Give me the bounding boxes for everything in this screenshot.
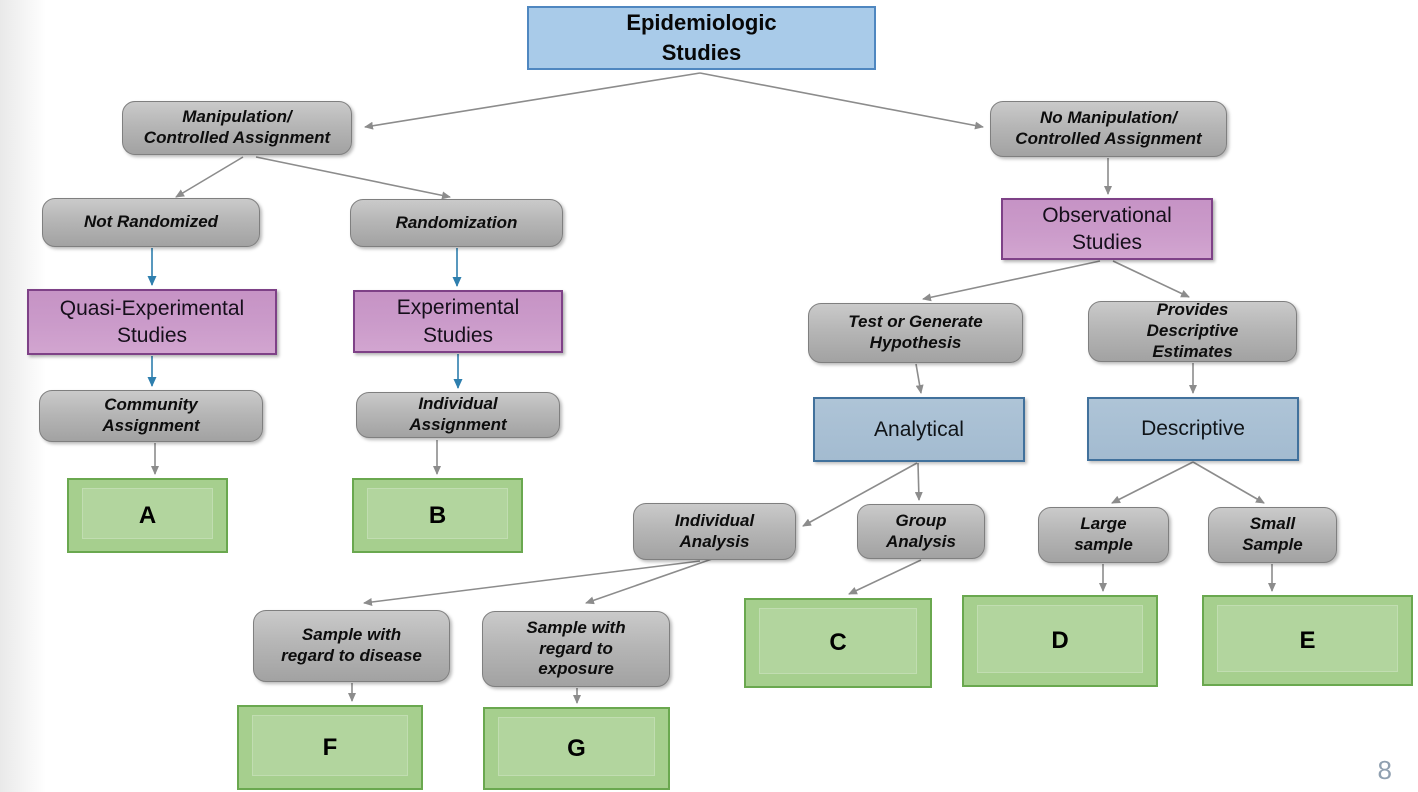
node-label-quasi-experimental-studies: Quasi-Experimental Studies: [59, 296, 245, 347]
edge-manipulation-to-randomization: [255, 156, 451, 200]
node-small-sample: Small Sample: [1208, 507, 1337, 563]
edge-group-analysis-to-c: [848, 559, 922, 595]
node-label-group-analysis: Group Analysis: [886, 510, 956, 551]
node-label-analytical: Analytical: [874, 417, 964, 441]
node-box-d: D: [962, 595, 1158, 687]
edge-test-to-analytical: [915, 363, 924, 394]
edge-descriptive-to-large-sample: [1111, 461, 1194, 504]
node-box-g: G: [483, 707, 670, 790]
edge-root-to-manipulation: [364, 72, 701, 130]
node-community-assignment: Community Assignment: [39, 390, 263, 442]
node-quasi-experimental-studies: Quasi-Experimental Studies: [27, 289, 277, 355]
node-label-box-e: E: [1299, 626, 1316, 654]
edge-root-to-no-manipulation: [699, 72, 984, 130]
node-label-randomization: Randomization: [395, 212, 518, 232]
node-label-sample-with-regard-to-exposure: Sample with regard to exposure: [526, 617, 626, 679]
node-not-randomized: Not Randomized: [42, 198, 260, 247]
node-box-a: A: [67, 478, 228, 553]
node-label-individual-analysis: Individual Analysis: [674, 510, 755, 551]
node-label-experimental-studies: Experimental Studies: [396, 296, 520, 347]
page-number: 8: [1377, 755, 1392, 785]
node-label-descriptive: Descriptive: [1141, 417, 1245, 440]
node-test-or-generate-hypothesis: Test or Generate Hypothesis: [808, 303, 1023, 363]
node-provides-descriptive-estimates: Provides Descriptive Estimates: [1088, 300, 1297, 362]
node-label-small-sample: Small Sample: [1242, 514, 1303, 554]
node-box-c: C: [744, 598, 932, 688]
node-sample-with-regard-to-exposure: Sample with regard to exposure: [482, 611, 670, 687]
node-manipulation-controlled-assignment: Manipulation/ Controlled Assignment: [122, 101, 352, 155]
node-label-box-d: D: [1051, 627, 1069, 654]
node-box-f: F: [237, 705, 423, 790]
node-sample-with-regard-to-disease: Sample with regard to disease: [253, 610, 450, 682]
node-individual-analysis: Individual Analysis: [633, 503, 796, 560]
edge-observational-to-test: [922, 260, 1101, 302]
node-label-box-a: A: [138, 501, 157, 529]
node-label-not-randomized: Not Randomized: [83, 212, 219, 232]
node-label-test-or-generate-hypothesis: Test or Generate Hypothesis: [848, 312, 983, 352]
node-label-box-b: B: [428, 501, 447, 529]
node-label-observational-studies: Observational Studies: [1042, 203, 1172, 254]
node-label-manipulation-controlled-assignment: Manipulation/ Controlled Assignment: [143, 107, 331, 147]
node-descriptive: Descriptive: [1087, 397, 1299, 461]
node-randomization: Randomization: [350, 199, 563, 247]
node-label-box-c: C: [829, 629, 847, 656]
node-analytical: Analytical: [813, 397, 1025, 462]
node-epidemiologic-studies: Epidemiologic Studies: [527, 6, 876, 70]
node-experimental-studies: Experimental Studies: [353, 290, 563, 353]
node-large-sample: Large sample: [1038, 507, 1169, 563]
node-label-large-sample: Large sample: [1074, 514, 1133, 554]
edge-individual-analysis-to-exposure: [585, 558, 713, 605]
node-no-manipulation-controlled-assignment: No Manipulation/ Controlled Assignment: [990, 101, 1227, 157]
edge-individual-analysis-to-disease: [363, 560, 701, 606]
node-label-epidemiologic-studies: Epidemiologic Studies: [626, 10, 777, 65]
node-label-individual-assignment: Individual Assignment: [409, 394, 507, 434]
node-group-analysis: Group Analysis: [857, 504, 985, 559]
edge-observational-to-provides: [1112, 260, 1190, 298]
node-box-b: B: [352, 478, 523, 553]
node-label-box-f: F: [322, 733, 338, 761]
edge-manipulation-to-not-randomized: [175, 156, 244, 198]
node-label-provides-descriptive-estimates: Provides Descriptive Estimates: [1146, 300, 1239, 361]
edge-analytical-to-group-analysis: [914, 462, 923, 501]
edge-analytical-to-individual-analysis: [802, 462, 918, 527]
node-label-box-g: G: [567, 734, 586, 762]
node-observational-studies: Observational Studies: [1001, 198, 1213, 260]
node-label-community-assignment: Community Assignment: [102, 395, 200, 435]
node-label-sample-with-regard-to-disease: Sample with regard to disease: [281, 625, 422, 665]
node-box-e: E: [1202, 595, 1413, 686]
node-label-no-manipulation-controlled-assignment: No Manipulation/ Controlled Assignment: [1015, 108, 1202, 148]
edge-descriptive-to-small-sample: [1192, 461, 1265, 504]
node-individual-assignment: Individual Assignment: [356, 392, 560, 438]
